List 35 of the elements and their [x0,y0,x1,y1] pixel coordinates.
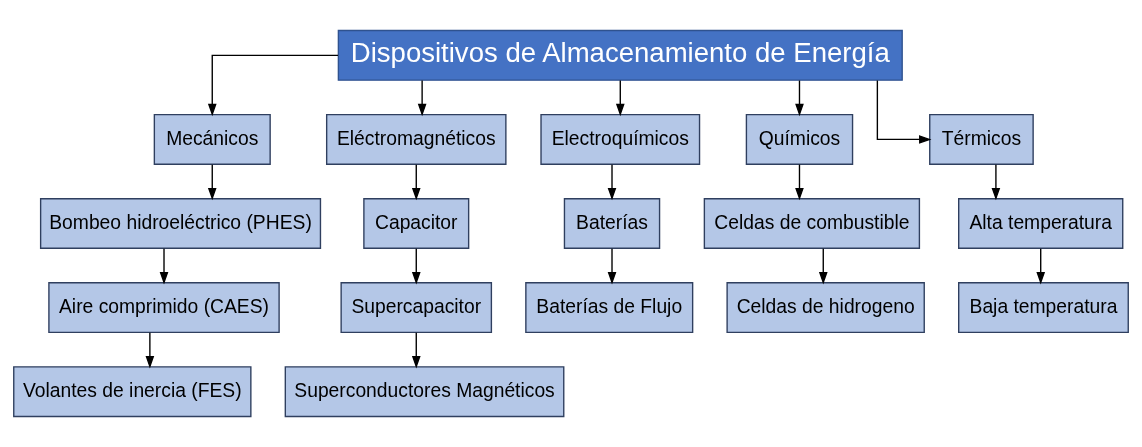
arrow [607,163,617,201]
node-box: Supercapacitor [340,282,493,334]
node-box: Alta temperatura [958,198,1124,249]
arrow [417,79,427,117]
node-box: Electroquímicos [540,113,701,165]
arrow [818,248,828,285]
node-box: Celdas de combustible [703,198,921,249]
arrow [615,79,625,117]
arrow [207,163,217,201]
node-box: Térmicos [929,113,1034,165]
node-box: Químicos [745,113,854,165]
node-box: Mecánicos [153,113,271,165]
node-box: Baja temperatura [958,282,1129,334]
arrow [607,248,617,285]
arrow [876,79,932,144]
arrow [411,248,421,285]
arrow [159,248,169,285]
arrow [207,54,339,117]
arrow [411,332,421,369]
node-box: Superconductores Magnéticos [284,366,565,418]
node-box: Volantes de inercia (FES) [13,366,252,418]
node-box: Baterías [563,198,661,249]
node-box: Eléctromagnéticos [326,113,507,165]
arrow [795,79,804,117]
node-box: Dispositivos de Almacenamiento de Energía [337,29,903,81]
arrow [991,163,1001,201]
node-box: Aire comprimido (CAES) [48,282,280,334]
arrow [795,163,804,201]
arrow [1036,248,1046,285]
node-box: Capacitor [363,198,470,249]
node-box: Celdas de hidrogeno [726,282,925,334]
node-box: Bombeo hidroeléctrico (PHES) [39,198,322,249]
arrow [411,163,421,201]
arrow [145,332,155,369]
node-box: Baterías de Flujo [525,282,694,334]
